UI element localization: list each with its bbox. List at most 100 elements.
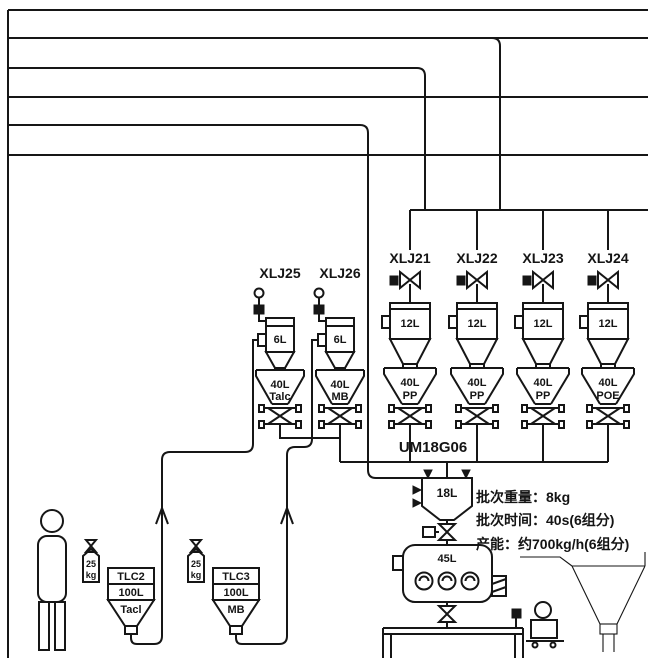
person-leg [54, 601, 66, 651]
valve-actuator [587, 275, 597, 286]
pipe-drop [491, 37, 501, 210]
bag-unit-label: kg [191, 570, 202, 580]
coil-icon [460, 571, 480, 591]
receiver-inlet [317, 333, 327, 347]
person-head [40, 509, 64, 533]
station-label: XLJ26 [319, 265, 360, 281]
receiver-size-label: 6L [334, 334, 347, 346]
hopper-outline [450, 367, 504, 405]
flange-tabs [521, 404, 565, 429]
pipe-segment [279, 424, 341, 462]
station-xlj25: XLJ25 6L 40L Talc [253, 265, 305, 429]
bin-id-label: TLC3 [222, 571, 250, 583]
flange-tabs [258, 404, 302, 429]
vessel-size-label: 45L [438, 553, 457, 565]
receiver-inlet [381, 315, 391, 329]
person-torso [37, 535, 67, 603]
valve-bowtie [436, 612, 458, 623]
platform-deck [383, 627, 523, 635]
inlet-valve [389, 269, 421, 303]
receiver-lid [325, 317, 355, 327]
bag-outline [82, 547, 100, 583]
hopper-outline [581, 367, 635, 405]
coil-icon [437, 571, 457, 591]
valve-plates-cross [263, 407, 297, 425]
bag-symbol-2: 25 kg [187, 539, 205, 583]
future-silo-outline [520, 552, 646, 652]
mixer-platform [382, 627, 524, 658]
inlet-valve [456, 269, 488, 303]
station-xlj22: XLJ22 12L 40L PP [448, 210, 504, 429]
valve-bowtie [436, 605, 458, 616]
bag-outline [187, 547, 205, 583]
flange-tabs [388, 404, 432, 429]
station-xlj26: XLJ26 6L 40L MB [313, 265, 365, 429]
feed-hopper-size-label: 18L [437, 486, 458, 500]
silo-outlet [599, 623, 618, 635]
valve-bowtie [597, 269, 619, 291]
pipe-segment [258, 314, 266, 322]
station-label: XLJ25 [259, 265, 300, 281]
valve-plates-cross [460, 407, 494, 425]
agitator-motor [491, 575, 507, 597]
vessel-bracket [392, 555, 404, 571]
coil-icon [414, 571, 434, 591]
clamp-icon [423, 469, 433, 480]
outline-segment [520, 556, 573, 567]
sensor-box [511, 608, 522, 619]
hopper-material-label: PP [536, 390, 551, 402]
pipe-segment [318, 314, 326, 322]
platform-legs [382, 628, 524, 658]
valve-actuator [422, 526, 436, 538]
bag-valve-icon [83, 544, 99, 553]
hopper-outline [383, 367, 437, 405]
silo-legs [602, 634, 615, 652]
station-xlj23: XLJ23 12L 40L PP [514, 210, 570, 429]
person-leg [38, 601, 50, 651]
receiver-cone [586, 338, 630, 365]
valve-bowtie [466, 269, 488, 291]
overhead-pipelines [7, 9, 648, 658]
valve-actuator-icon [253, 287, 265, 299]
feed-hopper-outline [421, 477, 473, 521]
bin-outlet [124, 625, 138, 635]
valve-actuator [522, 275, 532, 286]
flange-tabs [318, 404, 362, 429]
conveying-pipe-1 [130, 339, 258, 645]
pipe-drop [8, 124, 422, 479]
note-capacity: 产能：约700kg/h(6组分) [476, 536, 629, 552]
valve-bowtie [532, 269, 554, 291]
valve-plates-cross [323, 407, 357, 425]
mixer-um18g06: UM18G06 18L 45L [382, 439, 524, 658]
vacuum-pump-unit [526, 601, 564, 649]
note-batch-weight: 批次重量：8kg [476, 489, 570, 505]
operator-figure [37, 509, 67, 651]
station-xlj24: XLJ24 12L 40L POE [579, 210, 635, 429]
level-sensor-icon [412, 485, 423, 495]
hopper-material-label: POE [596, 390, 619, 402]
hopper-material-label: PP [403, 390, 418, 402]
flange-tabs [455, 404, 499, 429]
station-xlj21: XLJ21 12L 40L PP [381, 210, 437, 429]
hopper-material-label: Talc [269, 391, 290, 403]
bag-unit-label: kg [86, 570, 97, 580]
station-label: XLJ21 [389, 250, 430, 266]
bag-valve-icon [188, 544, 204, 553]
coil-icon [464, 575, 476, 582]
bin-material-label: MB [227, 604, 244, 616]
agitator-coils [414, 571, 480, 591]
conveying-pipe-2 [235, 339, 318, 645]
hopper-size-label: 40L [468, 377, 487, 389]
bag-valve-icon [83, 539, 99, 548]
valve-bowtie [436, 523, 458, 534]
hopper-size-label: 40L [599, 377, 618, 389]
receiver-inlet [448, 315, 458, 329]
pipe-drop [8, 67, 426, 210]
motor-hatch [491, 578, 507, 593]
pilot-valve [313, 287, 326, 322]
flow-arrow-icon [280, 505, 294, 525]
bin-material-label: Tacl [120, 604, 141, 616]
hopper-material-label: PP [470, 390, 485, 402]
bin-size-label: 100L [118, 587, 143, 599]
